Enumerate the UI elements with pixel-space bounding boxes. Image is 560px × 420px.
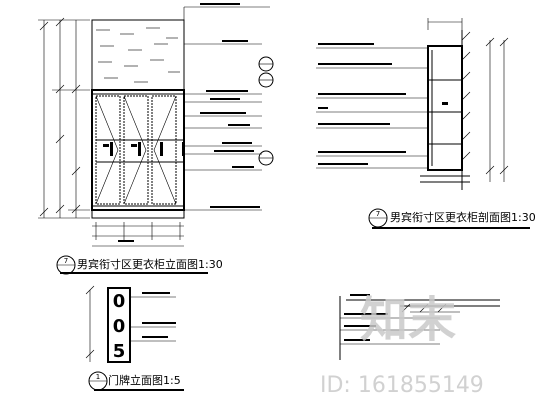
door-caption: 门牌立面图1:5 [108,373,181,387]
plate-digit-2: 0 [113,316,126,337]
section-title: 7 男宾衔寸区更衣柜剖面图1:30 [368,208,536,229]
watermark: 知末 ID: 161855149 [320,292,484,398]
locker-doors [95,95,185,205]
plate-digit-3: 5 [113,341,126,362]
watermark-id: ID: 161855149 [320,373,484,398]
elevation-title: 7 男宾衔寸区更衣柜立面图1:30 [56,255,223,275]
door-plate: 0 0 5 [85,285,176,363]
elevation-no: 7 [64,257,68,265]
elevation-leaders [183,3,274,211]
plate-digit-1: 0 [113,291,126,312]
locker-section [316,18,509,190]
detail-fragment [339,294,500,360]
door-title: 1 门牌立面图1:5 [88,371,184,391]
elevation-caption: 男宾衔寸区更衣柜立面图1:30 [77,257,223,271]
soffit-hatch [96,27,180,83]
locker-elevation [38,3,274,247]
section-caption: 男宾衔寸区更衣柜剖面图1:30 [390,210,536,224]
watermark-brand: 知末 [360,292,456,348]
door-no: 1 [96,373,100,381]
section-no: 7 [376,210,380,218]
